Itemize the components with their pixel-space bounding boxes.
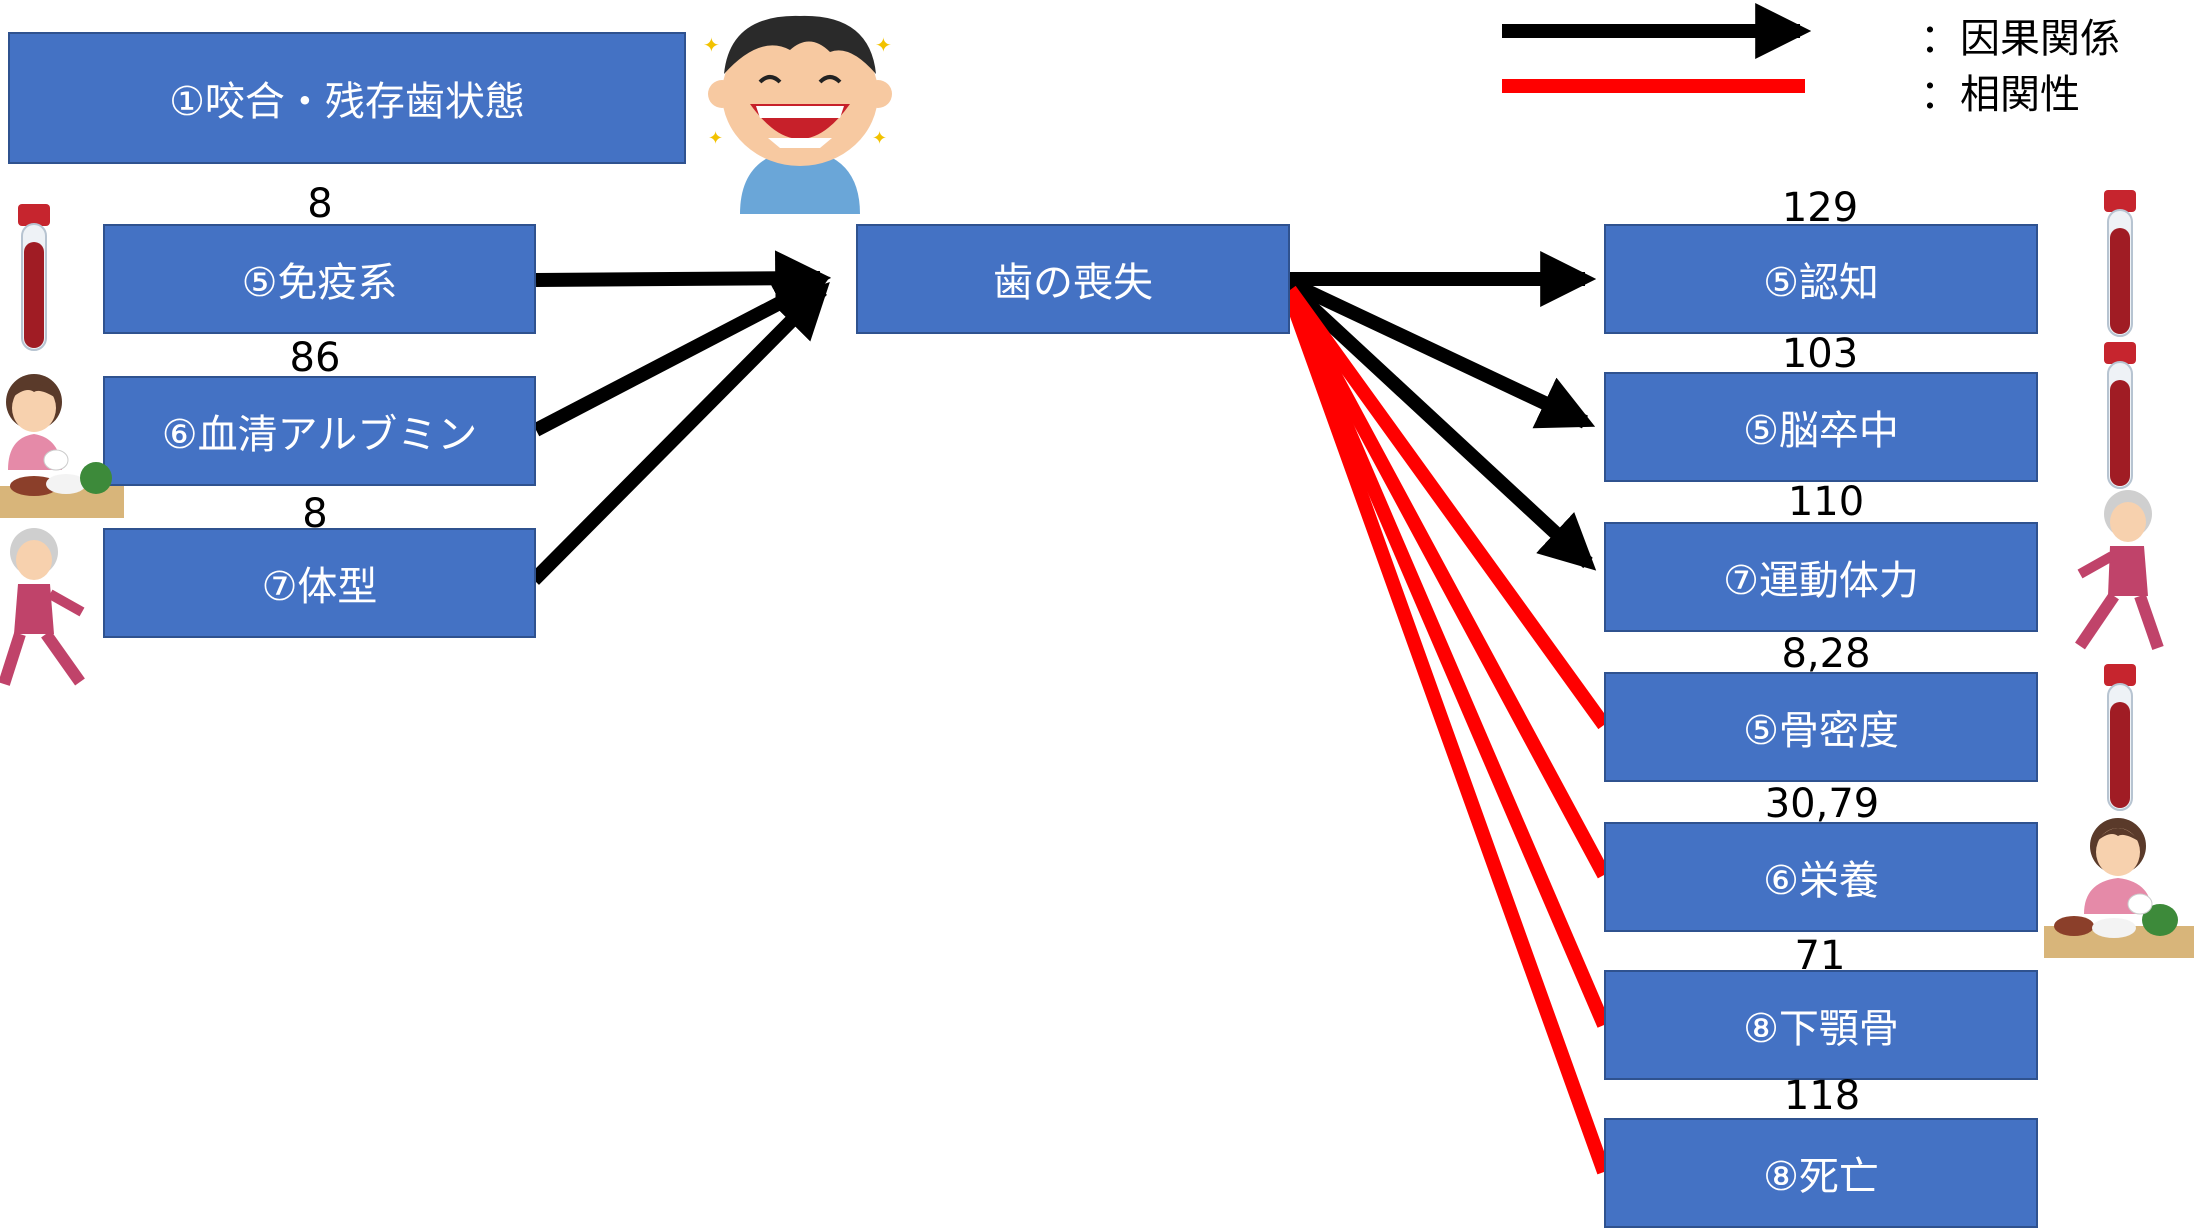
woman-eating-icon xyxy=(0,374,124,518)
line-tooth-loss-mortality xyxy=(1283,293,1611,1175)
blood-tube-icon xyxy=(2104,664,2136,811)
immune-system-box: ⑤免疫系 xyxy=(103,224,536,334)
woman-eating-icon xyxy=(2044,818,2194,958)
bone-density-box: ⑤骨密度 xyxy=(1604,672,2038,782)
line-tooth-loss-bone-density xyxy=(1284,285,1610,730)
elderly-woman-exercising-icon xyxy=(0,528,85,686)
ref-number: 118 xyxy=(1783,1073,1861,1119)
cognition-box: ⑤認知 xyxy=(1604,224,2038,334)
arrow-albumin-to-tooth-loss xyxy=(532,275,830,437)
ref-number: 8,28 xyxy=(1781,631,1871,677)
svg-text:✦: ✦ xyxy=(872,128,887,149)
arrow-tooth-loss-to-physical-fitness xyxy=(1285,281,1597,571)
ref-number: 103 xyxy=(1781,331,1859,377)
svg-text:✦: ✦ xyxy=(708,128,723,149)
legend-correlation-label: ：相関性 xyxy=(1920,72,2080,118)
ref-number: 86 xyxy=(289,335,341,381)
svg-text:✦: ✦ xyxy=(875,33,892,57)
ref-number: 129 xyxy=(1781,185,1859,231)
blood-tube-icon xyxy=(2104,342,2136,489)
nutrition-box: ⑥栄養 xyxy=(1604,822,2038,932)
smiling-boy-icon: ✦ ✦ ✦ ✦ xyxy=(703,15,892,214)
arrow-immune-to-tooth-loss xyxy=(535,250,832,307)
ref-number: 110 xyxy=(1787,479,1865,525)
elderly-woman-exercising-icon xyxy=(2075,490,2164,650)
blood-tube-icon xyxy=(2104,190,2136,337)
stroke-box: ⑤脳卒中 xyxy=(1604,372,2038,482)
ref-number: 8 xyxy=(307,181,333,227)
arrow-bodytype-to-tooth-loss xyxy=(529,282,830,585)
line-tooth-loss-mandible xyxy=(1283,291,1611,1028)
body-type-box: ⑦体型 xyxy=(103,528,536,638)
line-tooth-loss-nutrition xyxy=(1283,288,1611,879)
serum-albumin-box: ⑥血清アルブミン xyxy=(103,376,536,486)
legend-causal-label: ：因果関係 xyxy=(1920,16,2120,62)
mandible-box: ⑧下顎骨 xyxy=(1604,970,2038,1080)
tooth-loss-box: 歯の喪失 xyxy=(856,224,1290,334)
svg-text:✦: ✦ xyxy=(703,33,720,57)
occlusion-status-box: ①咬合・残存歯状態 xyxy=(8,32,686,164)
ref-number: 30,79 xyxy=(1764,781,1880,827)
blood-tube-icon xyxy=(18,204,50,351)
mortality-box: ⑧死亡 xyxy=(1604,1118,2038,1228)
physical-fitness-box: ⑦運動体力 xyxy=(1604,522,2038,632)
arrow-tooth-loss-to-stroke xyxy=(1287,276,1596,429)
